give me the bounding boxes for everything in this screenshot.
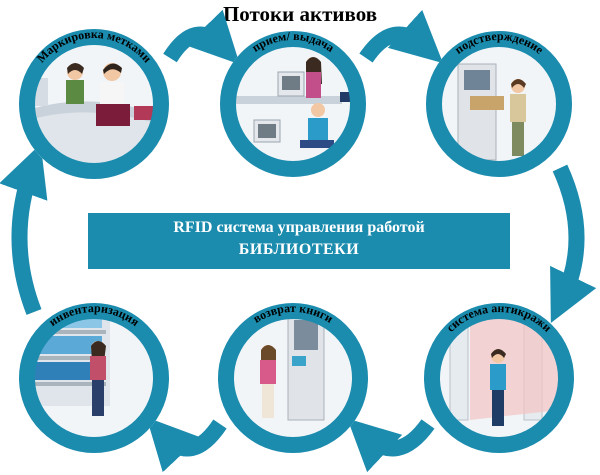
stage-checkout: прием/ выдача: [220, 29, 366, 177]
arrow-antitheft-to-return: [347, 418, 435, 473]
stage-labeling: Маркировка метками: [19, 27, 169, 179]
flow-arrows: [0, 9, 597, 473]
center-system-box: RFID система управления работой БИБЛИОТЕ…: [88, 213, 510, 269]
stage-book-return: возврат книги: [218, 301, 368, 453]
stage-confirmation: подстверждение: [426, 29, 572, 177]
arrow-return-to-inventory: [146, 417, 227, 473]
stage-inventory: инвентаризация: [19, 301, 169, 453]
arrow-confirm-to-antitheft: [550, 164, 597, 324]
diagram-title: Потоки активов: [222, 2, 378, 26]
stage-anti-theft: система антикражи: [424, 301, 574, 453]
center-line-1: RFID система управления работой: [173, 219, 425, 236]
arrow-checkout-to-confirm: [359, 9, 444, 64]
center-line-2: БИБЛИОТЕКИ: [238, 241, 360, 258]
arrow-inventory-to-labeling: [0, 143, 48, 315]
arrow-labeling-to-checkout: [163, 9, 240, 65]
